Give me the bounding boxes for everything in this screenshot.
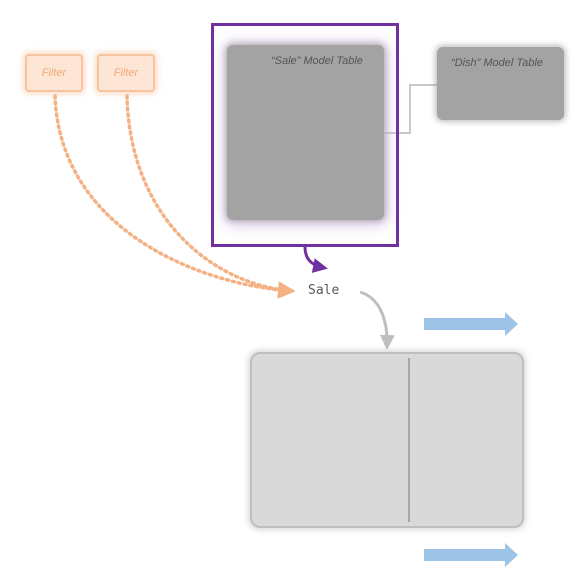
filter-flow-arrow-2 <box>125 94 296 299</box>
sale-model-table-label: “Sale” Model Table <box>271 55 363 67</box>
blue-arrow-bottom <box>424 543 518 567</box>
result-panel[interactable] <box>250 352 524 528</box>
filter-label: Filter <box>113 67 139 79</box>
sale-label: Sale <box>308 283 340 298</box>
filter-chip-2[interactable]: Filter <box>97 54 155 92</box>
blue-arrow-top <box>424 312 518 336</box>
filter-chip-1[interactable]: Filter <box>25 54 83 92</box>
sale-to-result-arrow <box>359 290 395 350</box>
result-panel-divider <box>408 358 410 522</box>
filter-label: Filter <box>41 67 67 79</box>
selection-outline <box>211 23 399 247</box>
filter-flow-arrow-1 <box>53 94 296 299</box>
selection-to-sale-arrow <box>303 246 328 273</box>
dish-model-table-label: “Dish” Model Table <box>451 57 543 69</box>
dish-model-table[interactable] <box>437 47 564 120</box>
sale-model-table[interactable] <box>227 45 384 220</box>
